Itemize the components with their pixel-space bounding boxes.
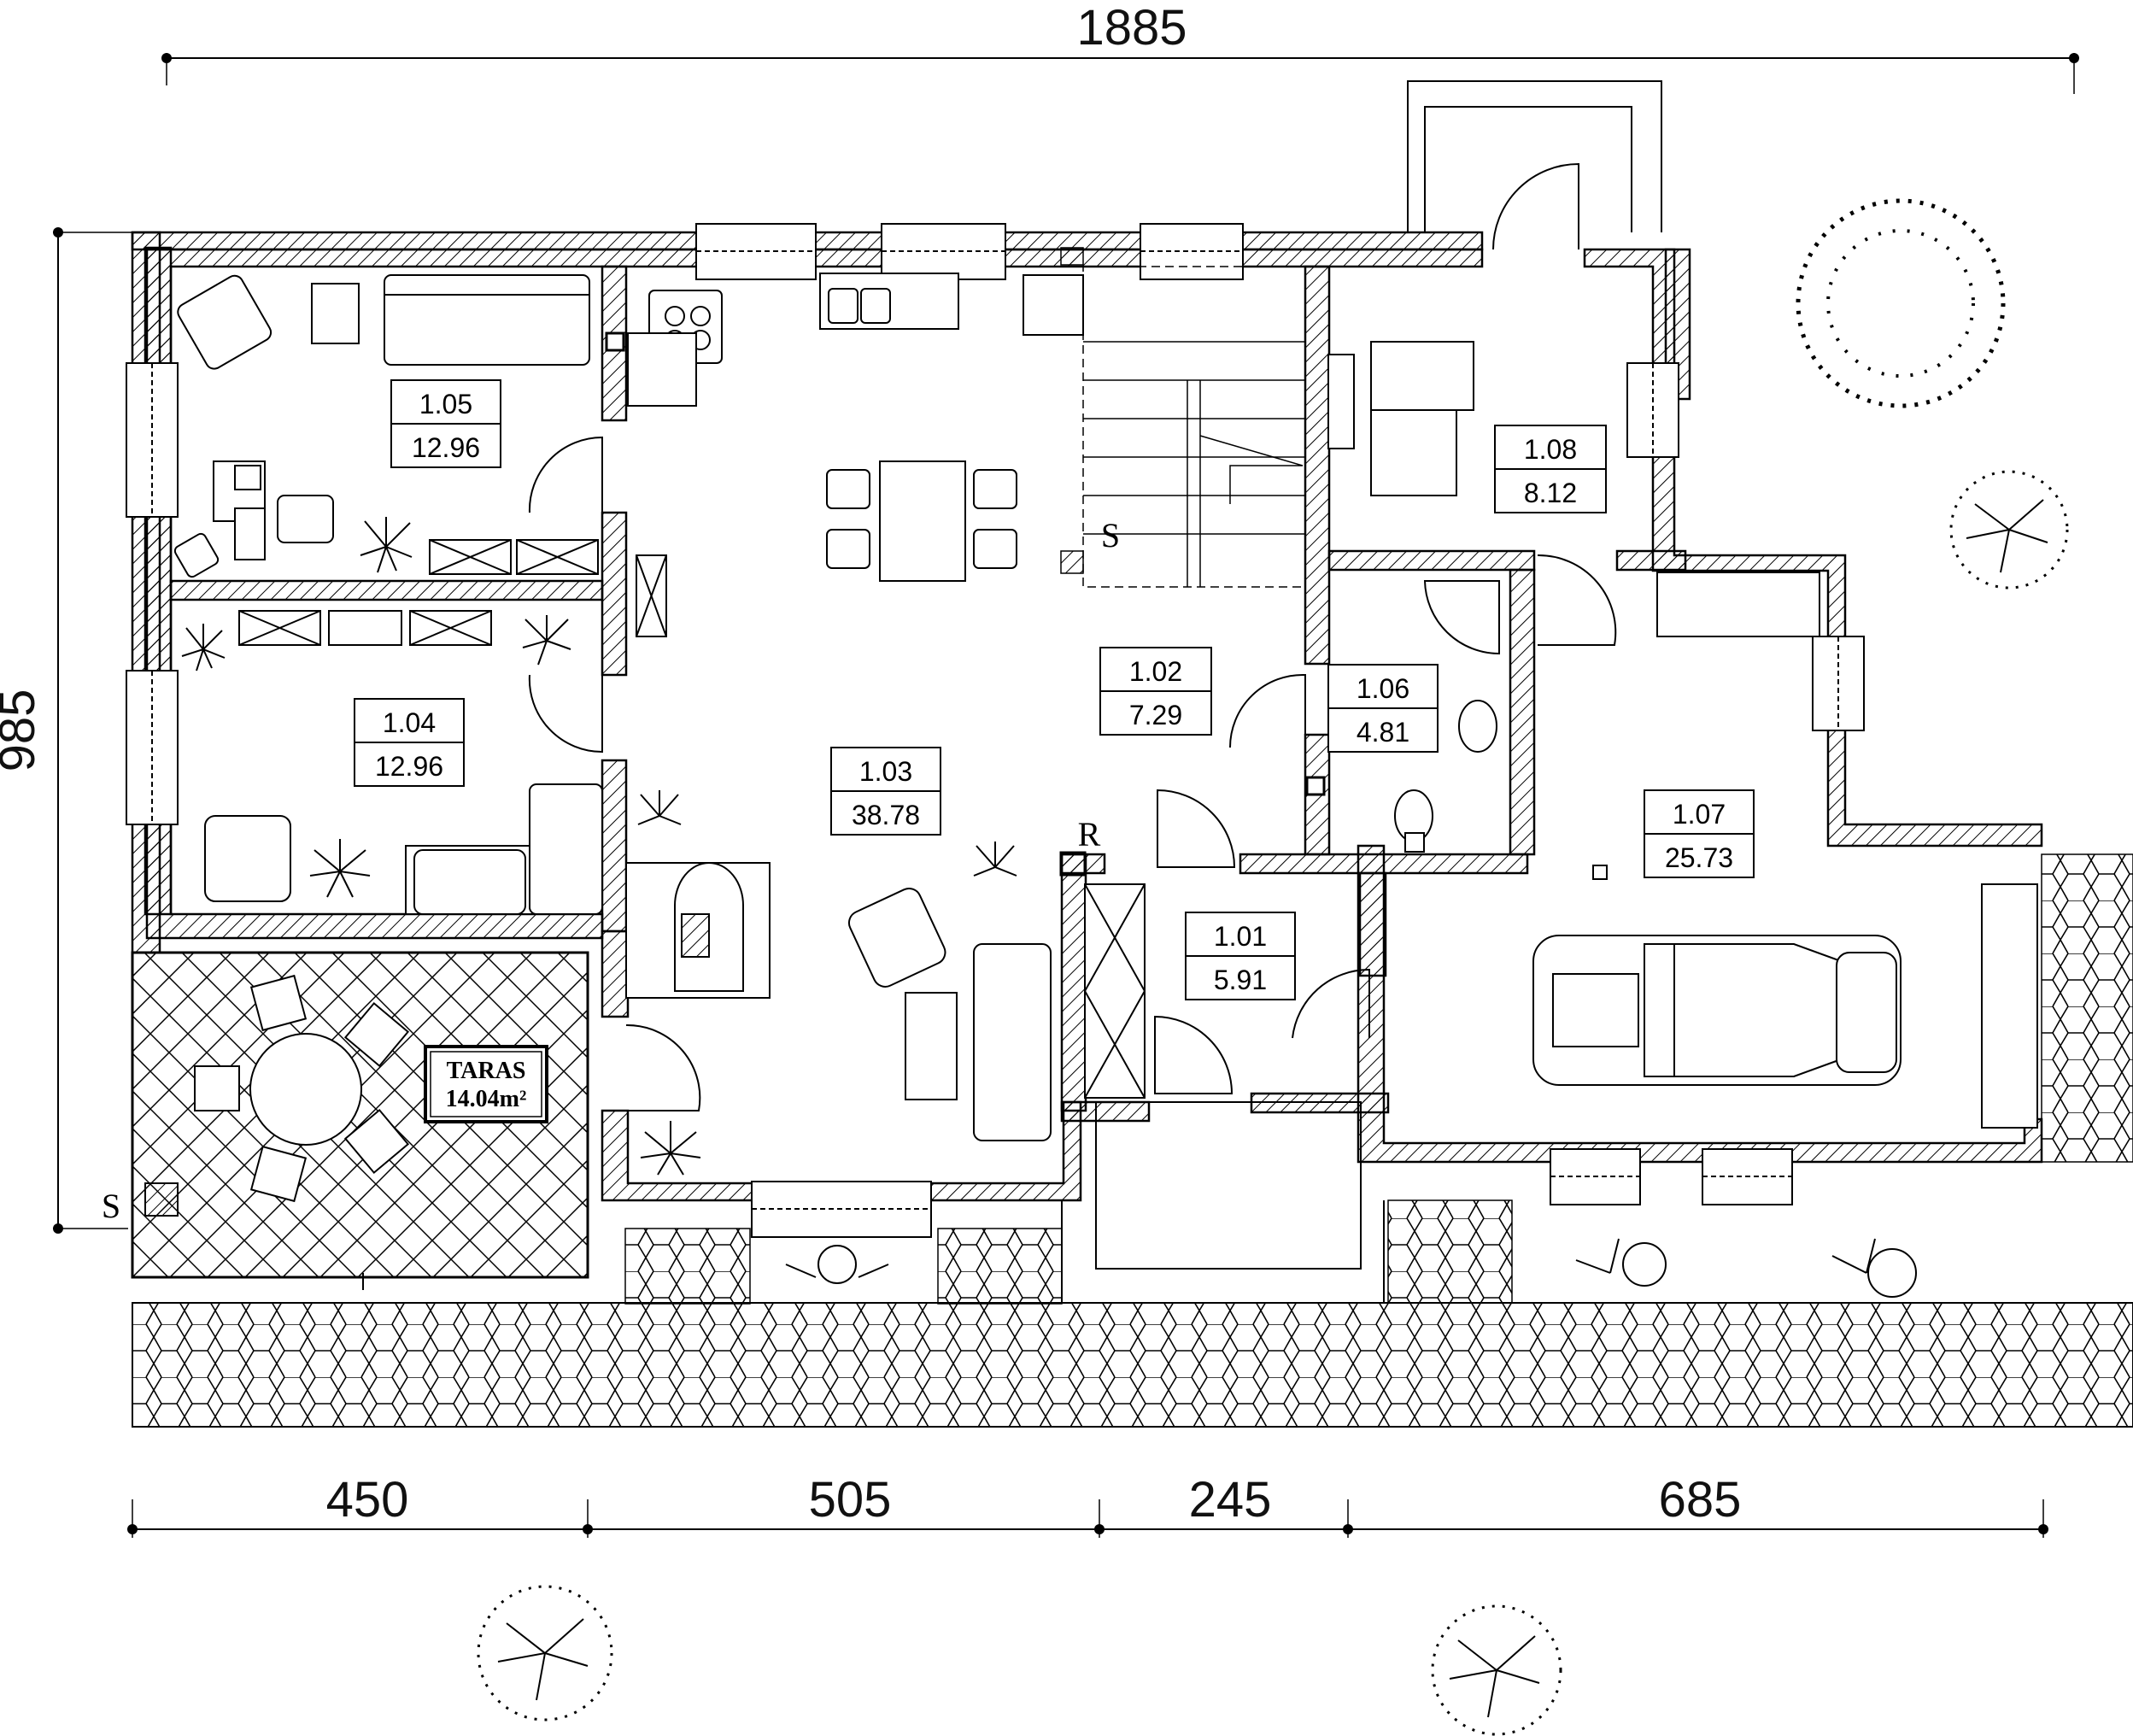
plants <box>181 198 2069 1736</box>
plant-icon <box>309 839 371 898</box>
room-area: 5.91 <box>1214 965 1267 995</box>
stairs: S <box>1060 247 1306 588</box>
room-1.08: 1.08 8.12 <box>1494 425 1607 513</box>
stair-s-symbol: S <box>1101 516 1120 554</box>
dimension-top: 1885 <box>161 0 2079 94</box>
porch-top <box>1407 80 1662 250</box>
tree-icon <box>1431 1604 1562 1736</box>
terrace-s-symbol: S <box>102 1187 120 1225</box>
plant-icon <box>973 842 1017 877</box>
room-area: 12.96 <box>412 432 480 463</box>
room-1.04: 1.04 12.96 <box>354 698 465 787</box>
plant-icon <box>522 615 571 666</box>
furniture <box>173 273 2038 1141</box>
plant-icon <box>1575 1238 1667 1287</box>
plant-icon <box>785 1245 889 1284</box>
room-1.01: 1.01 5.91 <box>1185 912 1296 1000</box>
room-number: 1.02 <box>1129 656 1182 687</box>
room-labels: 1.05 12.96 1.04 12.96 1.03 38.78 1.02 7.… <box>354 379 1755 1000</box>
room-area: 25.73 <box>1665 842 1733 873</box>
dimension-bottom-1: 450 <box>326 1472 409 1528</box>
porch-bottom <box>1061 1101 1385 1304</box>
paving <box>132 853 2133 1428</box>
dimension-left: 985 <box>0 227 137 1234</box>
room-area: 8.12 <box>1524 478 1577 508</box>
windows <box>126 223 1865 1238</box>
plant-icon <box>1831 1238 1917 1298</box>
dimension-left-label: 985 <box>0 689 45 772</box>
dimension-top-label: 1885 <box>1076 0 1187 56</box>
room-1.07: 1.07 25.73 <box>1644 789 1755 878</box>
plant-icon <box>640 1121 701 1176</box>
room-number: 1.04 <box>383 707 436 738</box>
terrace-area: 14.04m² <box>446 1086 527 1112</box>
room-area: 7.29 <box>1129 700 1182 730</box>
dimension-bottom: 450 505 245 685 <box>127 1472 2048 1538</box>
service-boxes <box>605 331 1326 877</box>
room-number: 1.03 <box>859 756 912 787</box>
dimension-bottom-3: 245 <box>1189 1472 1272 1528</box>
room-number: 1.05 <box>419 389 472 419</box>
room-area: 4.81 <box>1357 717 1409 748</box>
room-number: 1.07 <box>1673 799 1726 830</box>
room-1.06: 1.06 4.81 <box>1327 664 1439 753</box>
tree-icon <box>1949 470 2069 589</box>
plant-icon <box>360 517 413 573</box>
room-number: 1.06 <box>1357 673 1409 704</box>
doors <box>528 436 1617 1111</box>
tree-icon <box>477 1585 613 1721</box>
plant-icon <box>181 624 226 672</box>
riser-r-symbol: R <box>1078 815 1101 853</box>
dimension-bottom-2: 505 <box>809 1472 892 1528</box>
terrace: TARAS 14.04m² S <box>102 951 589 1290</box>
room-area: 38.78 <box>852 800 920 830</box>
room-area: 12.96 <box>375 751 443 782</box>
room-1.05: 1.05 12.96 <box>390 379 501 468</box>
tree-icon <box>1796 198 2006 408</box>
room-number: 1.01 <box>1214 921 1267 952</box>
room-1.03: 1.03 38.78 <box>830 747 941 836</box>
dimension-bottom-4: 685 <box>1659 1472 1742 1528</box>
plant-icon <box>637 790 682 825</box>
room-number: 1.08 <box>1524 434 1577 465</box>
room-1.02: 1.02 7.29 <box>1099 647 1212 736</box>
terrace-label: TARAS <box>447 1058 526 1084</box>
